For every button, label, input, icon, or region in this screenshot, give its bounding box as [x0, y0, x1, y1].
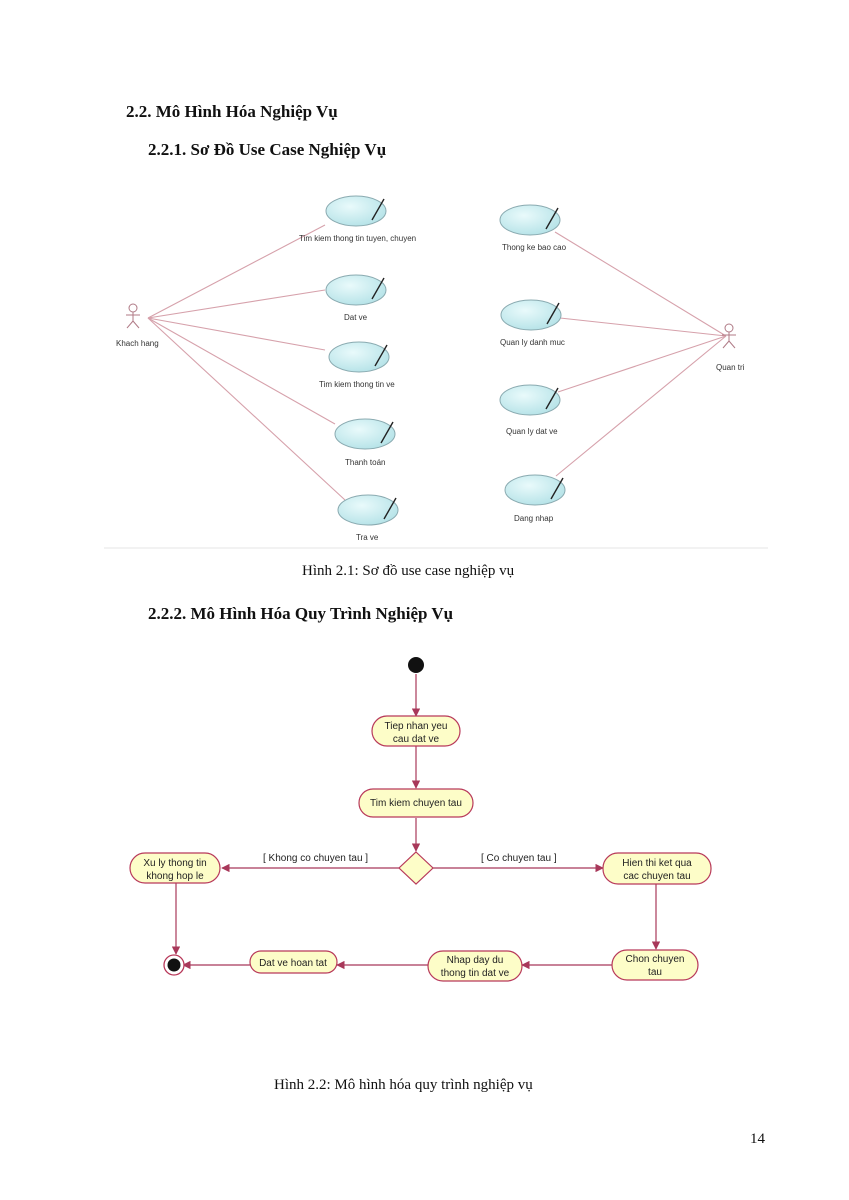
subsection-heading-use-case: 2.2.1. Sơ Đồ Use Case Nghiệp Vụ: [148, 140, 387, 159]
svg-text:Dat ve: Dat ve: [344, 313, 368, 322]
use-case-manage-catalog: Quan ly danh muc: [500, 299, 565, 347]
svg-text:Tiep nhan yeu: Tiep nhan yeu: [384, 721, 447, 732]
customer-actor-icon: [126, 303, 140, 329]
svg-text:Tim kiem chuyen tau: Tim kiem chuyen tau: [370, 798, 462, 809]
svg-text:Quan ly dat ve: Quan ly dat ve: [506, 427, 558, 436]
section-heading: 2.2. Mô Hình Hóa Nghiệp Vụ: [126, 102, 338, 121]
activity-search-train: Tim kiem chuyen tau: [358, 788, 474, 818]
initial-node: [408, 657, 424, 673]
activity-booking-complete: Dat ve hoan tat: [249, 950, 338, 974]
page-number: 14: [750, 1131, 765, 1147]
svg-text:Dang nhap: Dang nhap: [514, 514, 554, 523]
svg-text:Tim kiem thong tin tuyen, chuy: Tim kiem thong tin tuyen, chuyen: [299, 234, 416, 243]
activity-enter-booking-info: Nhap day du thong tin dat ve: [427, 950, 523, 982]
guard-no-train: [ Khong co chuyen tau ]: [263, 853, 368, 864]
figure-2-caption: Hình 2.2: Mô hình hóa quy trình nghiệp v…: [274, 1077, 533, 1093]
svg-text:cau dat ve: cau dat ve: [393, 734, 440, 745]
decision-node: [398, 851, 434, 885]
svg-text:Dat ve hoan tat: Dat ve hoan tat: [259, 958, 327, 969]
activity-choose-train: Chon chuyen tau: [611, 949, 699, 981]
svg-text:Chon chuyen: Chon chuyen: [626, 954, 685, 965]
use-case-search-ticket: Tim kiem thong tin ve: [319, 341, 395, 389]
figure-1-caption: Hình 2.1: Sơ đồ use case nghiệp vụ: [302, 563, 515, 579]
svg-text:tau: tau: [648, 967, 662, 978]
svg-text:Tim kiem thong tin ve: Tim kiem thong tin ve: [319, 380, 395, 389]
svg-text:Xu ly thong tin: Xu ly thong tin: [143, 858, 206, 869]
customer-actor-label: Khach hang: [116, 339, 159, 348]
svg-text:Hien thi ket qua: Hien thi ket qua: [622, 858, 692, 869]
final-node: [163, 954, 185, 976]
use-case-book-ticket: Dat ve: [325, 274, 387, 322]
svg-text:Quan ly danh muc: Quan ly danh muc: [500, 338, 565, 347]
svg-text:thong tin dat ve: thong tin dat ve: [441, 968, 510, 979]
svg-text:khong hop le: khong hop le: [146, 871, 204, 882]
use-case-diagram: Khach hang Quan tri Tim kiem thong tin t…: [104, 195, 768, 549]
svg-text:Tra ve: Tra ve: [356, 533, 379, 542]
use-case-login: Dang nhap: [504, 474, 566, 523]
svg-text:Thong ke bao cao: Thong ke bao cao: [502, 243, 567, 252]
use-case-manage-booking: Quan ly dat ve: [499, 384, 561, 436]
use-case-return-ticket: Tra ve: [337, 494, 399, 542]
guard-has-train: [ Co chuyen tau ]: [481, 853, 557, 864]
svg-text:Nhap day du: Nhap day du: [447, 955, 504, 966]
admin-actor-icon: [722, 323, 736, 349]
subsection-heading-process: 2.2.2. Mô Hình Hóa Quy Trình Nghiệp Vụ: [148, 604, 454, 623]
svg-text:cac chuyen tau: cac chuyen tau: [623, 871, 690, 882]
activity-handle-invalid: Xu ly thong tin khong hop le: [129, 852, 221, 884]
use-case-search-route: Tim kiem thong tin tuyen, chuyen: [299, 195, 416, 243]
use-case-payment: Thanh toán: [334, 418, 396, 467]
use-case-report: Thong ke bao cao: [499, 204, 567, 252]
svg-text:Thanh toán: Thanh toán: [345, 458, 385, 467]
admin-actor-label: Quan tri: [716, 363, 745, 372]
activity-receive-request: Tiep nhan yeu cau dat ve: [371, 715, 461, 747]
activity-show-results: Hien thi ket qua cac chuyen tau: [602, 852, 712, 885]
